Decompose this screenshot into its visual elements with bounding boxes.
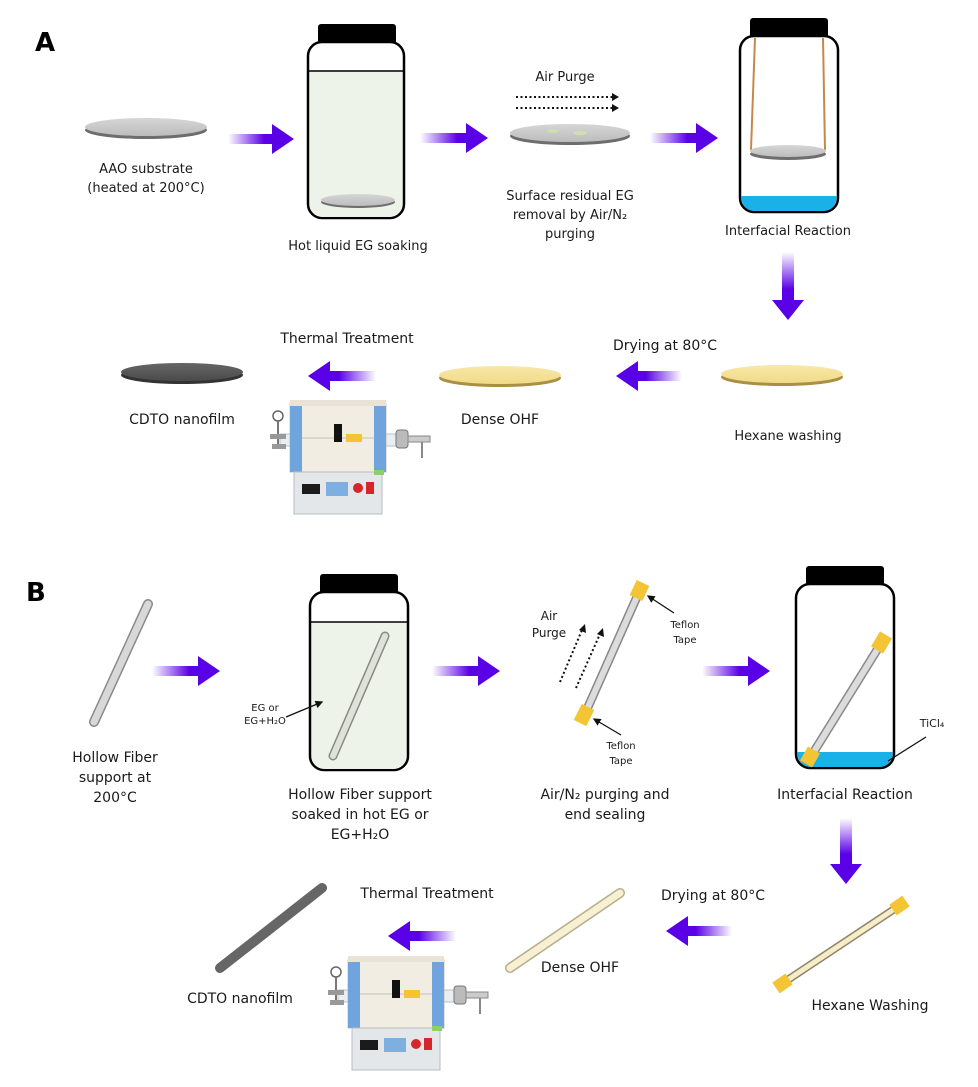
label-line: purging bbox=[545, 227, 595, 242]
ticl4-callout-line bbox=[887, 736, 927, 762]
panel-a-letter: A bbox=[35, 28, 56, 58]
label-line: Hollow Fiber support bbox=[288, 787, 432, 803]
process-arrow-a3 bbox=[650, 123, 718, 153]
label-interfacial-reaction: Interfacial Reaction bbox=[725, 224, 851, 239]
process-arrow-a1 bbox=[228, 124, 294, 154]
label-hexane-washing: Hexane washing bbox=[734, 429, 842, 444]
callout-line: EG+H₂O bbox=[244, 716, 286, 727]
panel-b-letter: B bbox=[26, 578, 46, 608]
label-hexane-washing-b: Hexane Washing bbox=[811, 998, 929, 1014]
label-line: (heated at 200°C) bbox=[87, 181, 205, 196]
label-line: end sealing bbox=[564, 807, 646, 823]
callout-line: Teflon bbox=[670, 620, 700, 631]
label-thermal-treatment-b: Thermal Treatment bbox=[360, 886, 494, 902]
process-arrow-a2 bbox=[420, 123, 488, 153]
label-cdto-nanofilm-b: CDTO nanofilm bbox=[187, 991, 293, 1007]
label-line: Purge bbox=[531, 626, 567, 640]
label-line: support at bbox=[78, 770, 152, 786]
label-line: Air/N₂ purging and bbox=[540, 787, 670, 803]
callout-line: EG or bbox=[251, 703, 279, 714]
label-fiber-soaked: Hollow Fiber support soaked in hot EG or… bbox=[270, 785, 450, 845]
label-interfacial-reaction-b: Interfacial Reaction bbox=[777, 787, 913, 803]
fiber-interfacial-reaction-jar bbox=[794, 566, 927, 770]
label-hollow-fiber-support: Hollow Fiber support at 200°C bbox=[60, 748, 170, 808]
interfacial-reaction-jar bbox=[738, 18, 840, 214]
label-line: Surface residual EG bbox=[506, 189, 634, 204]
callout-teflon-tape-top: Teflon Tape bbox=[660, 618, 710, 648]
teflon-tape-top bbox=[629, 580, 650, 601]
label-line: AAO substrate bbox=[99, 162, 193, 177]
label-cdto-nanofilm: CDTO nanofilm bbox=[129, 412, 235, 428]
label-line: EG+H₂O bbox=[330, 827, 390, 843]
purged-aao-disc bbox=[510, 124, 630, 145]
dense-ohf-fiber bbox=[505, 888, 625, 973]
label-air-purging-sealing: Air/N₂ purging and end sealing bbox=[520, 785, 690, 825]
process-arrow-b5-left bbox=[666, 916, 732, 946]
aao-substrate-disc bbox=[85, 118, 207, 139]
process-arrow-a4-down bbox=[772, 252, 804, 320]
label-air-purge-b: Air Purge bbox=[524, 608, 574, 642]
air-purge-dashed-arrows-icon bbox=[516, 93, 619, 112]
callout-teflon-tape-bottom: Teflon Tape bbox=[596, 739, 646, 769]
cdto-nanofilm-fiber bbox=[215, 883, 327, 973]
callout-line: Teflon bbox=[606, 741, 636, 752]
label-aao-substrate: AAO substrate (heated at 200°C) bbox=[66, 160, 226, 198]
hexane-washed-fiber bbox=[772, 895, 910, 994]
label-air-purge: Air Purge bbox=[535, 70, 595, 85]
process-arrow-b1 bbox=[152, 656, 220, 686]
callout-line: Tape bbox=[609, 756, 633, 767]
label-line: Hollow Fiber bbox=[72, 750, 158, 766]
process-arrow-b4-down bbox=[830, 818, 862, 884]
label-dense-ohf: Dense OHF bbox=[460, 412, 540, 428]
process-arrow-b6-left bbox=[388, 921, 456, 951]
cdto-nanofilm-disc bbox=[121, 363, 243, 384]
callout-eg: EG or EG+H₂O bbox=[240, 702, 290, 728]
dense-ohf-disc bbox=[439, 366, 561, 387]
label-dense-ohf-b: Dense OHF bbox=[540, 960, 620, 976]
air-purge-dashed-arrows-icon-b bbox=[559, 624, 604, 689]
teflon-tape-bottom bbox=[573, 703, 595, 727]
label-line: removal by Air/N₂ bbox=[512, 208, 628, 223]
label-line: 200°C bbox=[93, 790, 137, 806]
process-arrow-b2 bbox=[432, 656, 500, 686]
label-drying-b: Drying at 80°C bbox=[660, 888, 766, 904]
label-line: Air bbox=[540, 609, 558, 623]
hexane-washed-disc bbox=[721, 365, 843, 386]
tube-furnace-icon-b bbox=[327, 955, 489, 1071]
eg-soaking-jar bbox=[306, 24, 406, 220]
tube-furnace-icon bbox=[269, 399, 431, 515]
label-hot-eg-soaking: Hot liquid EG soaking bbox=[288, 239, 428, 254]
label-line: soaked in hot EG or bbox=[291, 807, 429, 823]
label-drying: Drying at 80°C bbox=[612, 338, 718, 354]
callout-ticl4: TiCl₄ bbox=[919, 717, 945, 730]
process-arrow-a5-left bbox=[616, 361, 682, 391]
process-arrow-b3 bbox=[702, 656, 770, 686]
label-thermal-treatment: Thermal Treatment bbox=[280, 331, 414, 347]
fiber-soaking-jar bbox=[285, 574, 410, 772]
hollow-fiber-support bbox=[89, 599, 153, 727]
process-arrow-a6-left bbox=[308, 361, 376, 391]
label-residual-eg-removal: Surface residual EG removal by Air/N₂ pu… bbox=[490, 187, 650, 244]
callout-line: Tape bbox=[673, 635, 697, 646]
sealed-hollow-fiber bbox=[573, 580, 675, 736]
eg-callout-line bbox=[285, 700, 324, 718]
